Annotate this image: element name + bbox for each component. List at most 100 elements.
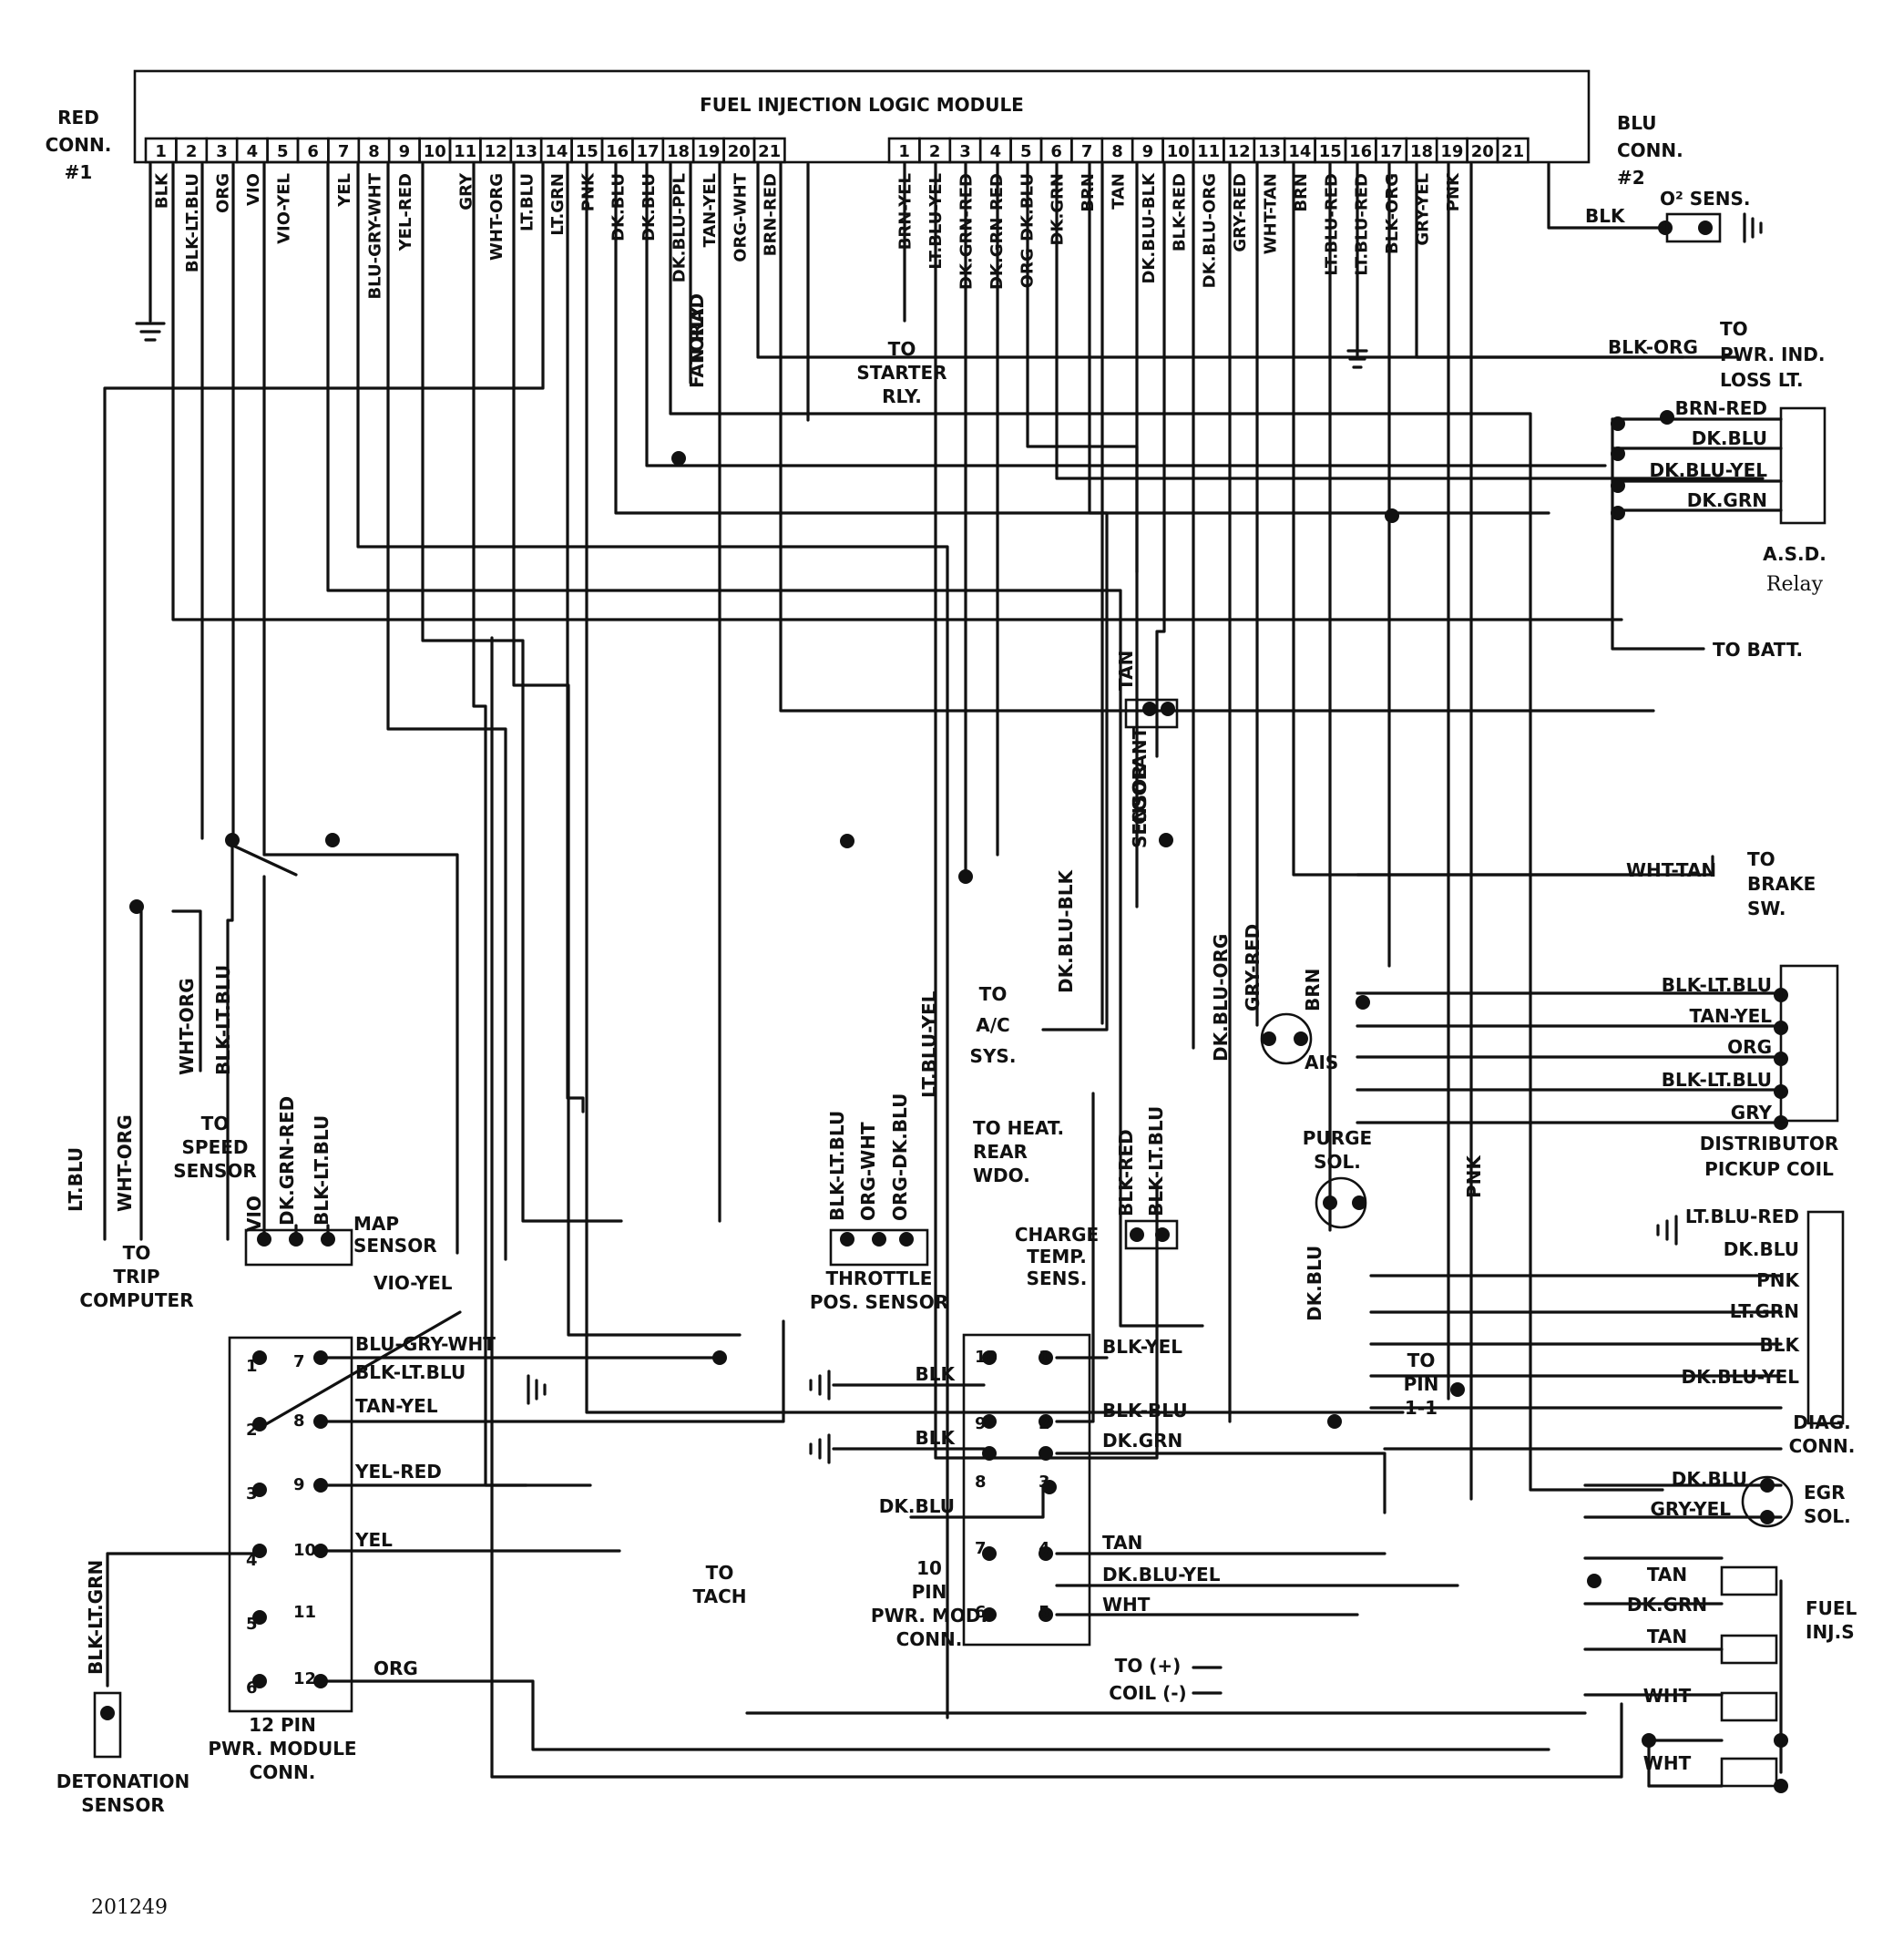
blu-pin-number: 21 xyxy=(1501,142,1524,161)
diag-wire-label: LT.GRN xyxy=(1730,1300,1799,1322)
red-pin-number: 20 xyxy=(728,142,751,161)
junction-dot xyxy=(1039,1446,1053,1461)
purge-label: SOL. xyxy=(1314,1151,1361,1173)
red-pin-number: 10 xyxy=(424,142,446,161)
detonation-box xyxy=(93,1691,122,1759)
red-pin-number: 17 xyxy=(637,142,660,161)
junction-dot xyxy=(1327,1414,1342,1429)
red-pin-wire-color: DK.BLU xyxy=(609,173,629,241)
junction-dot xyxy=(1611,446,1625,461)
blu-pin-number: 16 xyxy=(1349,142,1372,161)
starter-label: RLY. xyxy=(882,385,922,407)
red-pin-wire-color: BLK xyxy=(153,172,172,209)
red-pin-number: 6 xyxy=(307,142,319,161)
to-pin-label: PIN xyxy=(1404,1373,1439,1395)
speed-label: TO xyxy=(201,1113,230,1134)
purge-wire-label: PNK xyxy=(1463,1154,1485,1198)
ac-label: TO xyxy=(979,983,1008,1005)
junction-dot xyxy=(1760,1510,1775,1524)
junction-dot xyxy=(1142,702,1157,716)
wire-network xyxy=(103,162,1783,1788)
junction-dot xyxy=(1039,1607,1053,1622)
blu-pin-number: 3 xyxy=(959,142,971,161)
pin10-wire-label: TAN xyxy=(1102,1532,1142,1554)
blu-pin-number: 8 xyxy=(1111,142,1123,161)
pin12-number: 10 xyxy=(293,1541,316,1560)
blu-pin-number: 6 xyxy=(1050,142,1062,161)
pin10-wire-label: DK.GRN xyxy=(1102,1430,1182,1452)
red-pin-wire-color: DK.BLU-PPL xyxy=(670,173,690,282)
junction-dot xyxy=(252,1350,267,1365)
junction-dot xyxy=(872,1232,886,1247)
red-pin-wire-color: GRY xyxy=(457,172,476,210)
brake-label: SW. xyxy=(1747,898,1786,919)
red-pin-number: 5 xyxy=(277,142,289,161)
starter-label: STARTER xyxy=(856,362,946,384)
junction-dot xyxy=(1161,702,1175,716)
junction-dot xyxy=(325,833,340,847)
brake-label: BRAKE xyxy=(1747,873,1816,895)
fuel-injectors xyxy=(1720,1565,1783,1788)
blu-pin-number: 12 xyxy=(1228,142,1251,161)
distributor-label: DISTRIBUTOR xyxy=(1700,1133,1838,1154)
red-pin-wire-color: LT.BLU xyxy=(518,173,537,231)
ais-wire-label: GRY-RED xyxy=(1242,924,1264,1011)
blu-pin-number: 18 xyxy=(1410,142,1433,161)
junction-dot xyxy=(982,1446,997,1461)
red-pin-number: 2 xyxy=(186,142,198,161)
pin10-label: 10 xyxy=(916,1557,942,1579)
red-pin-wire-color: LT.GRN xyxy=(548,173,568,236)
map-wire-label: DK.GRN-RED xyxy=(276,1096,298,1226)
pin12-number: 9 xyxy=(293,1475,305,1494)
asd-wire-label: DK.GRN xyxy=(1687,489,1767,511)
junction-dot xyxy=(1698,221,1713,235)
ac-label: A/C xyxy=(976,1014,1009,1036)
blu-pin-number: 7 xyxy=(1081,142,1093,161)
detonation-label: DETONATION xyxy=(56,1770,189,1792)
ground-icon xyxy=(135,319,166,342)
tps-wire-label: BLK-LT.BLU xyxy=(826,1111,848,1221)
purge-wire-label: DK.BLU xyxy=(1304,1246,1325,1321)
trip-label: TO xyxy=(123,1242,151,1264)
pin10-wire-label: BLK-YEL xyxy=(1102,1336,1182,1358)
junction-dot xyxy=(958,869,973,884)
red-pin-wire-color: YEL-RED xyxy=(396,173,415,251)
blu-pin-wire-color: TAN xyxy=(1110,173,1129,210)
pin10-wire-label: DK.BLU-YEL xyxy=(1102,1564,1221,1585)
junction-dot xyxy=(1352,1195,1366,1210)
pin12-wire-label: VIO-YEL xyxy=(373,1272,453,1294)
blu-pin-wire-color: BLK-RED xyxy=(1170,173,1189,251)
egr-label: SOL. xyxy=(1804,1505,1851,1527)
junction-dot xyxy=(1611,506,1625,520)
red-pin-wire-color: PNK xyxy=(578,172,598,211)
red-pin-wire-color: VIO xyxy=(244,173,263,206)
blu-pin-number: 20 xyxy=(1471,142,1494,161)
pin10-number: 5 xyxy=(1039,1603,1050,1622)
egr-circle xyxy=(1741,1475,1794,1528)
injector-label: INJ.S xyxy=(1806,1621,1855,1643)
diag-wire-label: DK.BLU xyxy=(1724,1238,1799,1260)
red-pin-wire-color: TAN-YEL xyxy=(701,173,720,248)
tps-label: POS. SENSOR xyxy=(810,1291,948,1313)
diag-wire-label: DK.BLU-YEL xyxy=(1682,1366,1800,1388)
map-sensor-box xyxy=(244,1228,353,1267)
junction-dot xyxy=(1774,1115,1788,1130)
junction-dot xyxy=(257,1232,271,1247)
distributor-box xyxy=(1779,964,1839,1123)
red-pin-number: 21 xyxy=(758,142,781,161)
pwr-ind-label: LOSS LT. xyxy=(1720,369,1804,391)
speed-wire-label: WHT-ORG xyxy=(176,978,198,1075)
heat-label: REAR xyxy=(973,1141,1028,1163)
blu-pin-number: 19 xyxy=(1440,142,1463,161)
blu-pin-wire-color: GRY-RED xyxy=(1231,173,1250,252)
ground-icon xyxy=(1743,212,1763,243)
coil-label: TO (+) xyxy=(1115,1655,1182,1677)
red-pin-number: 16 xyxy=(606,142,629,161)
junction-dot xyxy=(252,1417,267,1432)
brake-wire-label: WHT-TAN xyxy=(1626,859,1716,881)
trip-label: TRIP xyxy=(113,1266,159,1288)
pin10-number: 4 xyxy=(1039,1539,1050,1558)
dist-wire-label: GRY xyxy=(1731,1102,1773,1124)
junction-dot xyxy=(313,1674,328,1688)
